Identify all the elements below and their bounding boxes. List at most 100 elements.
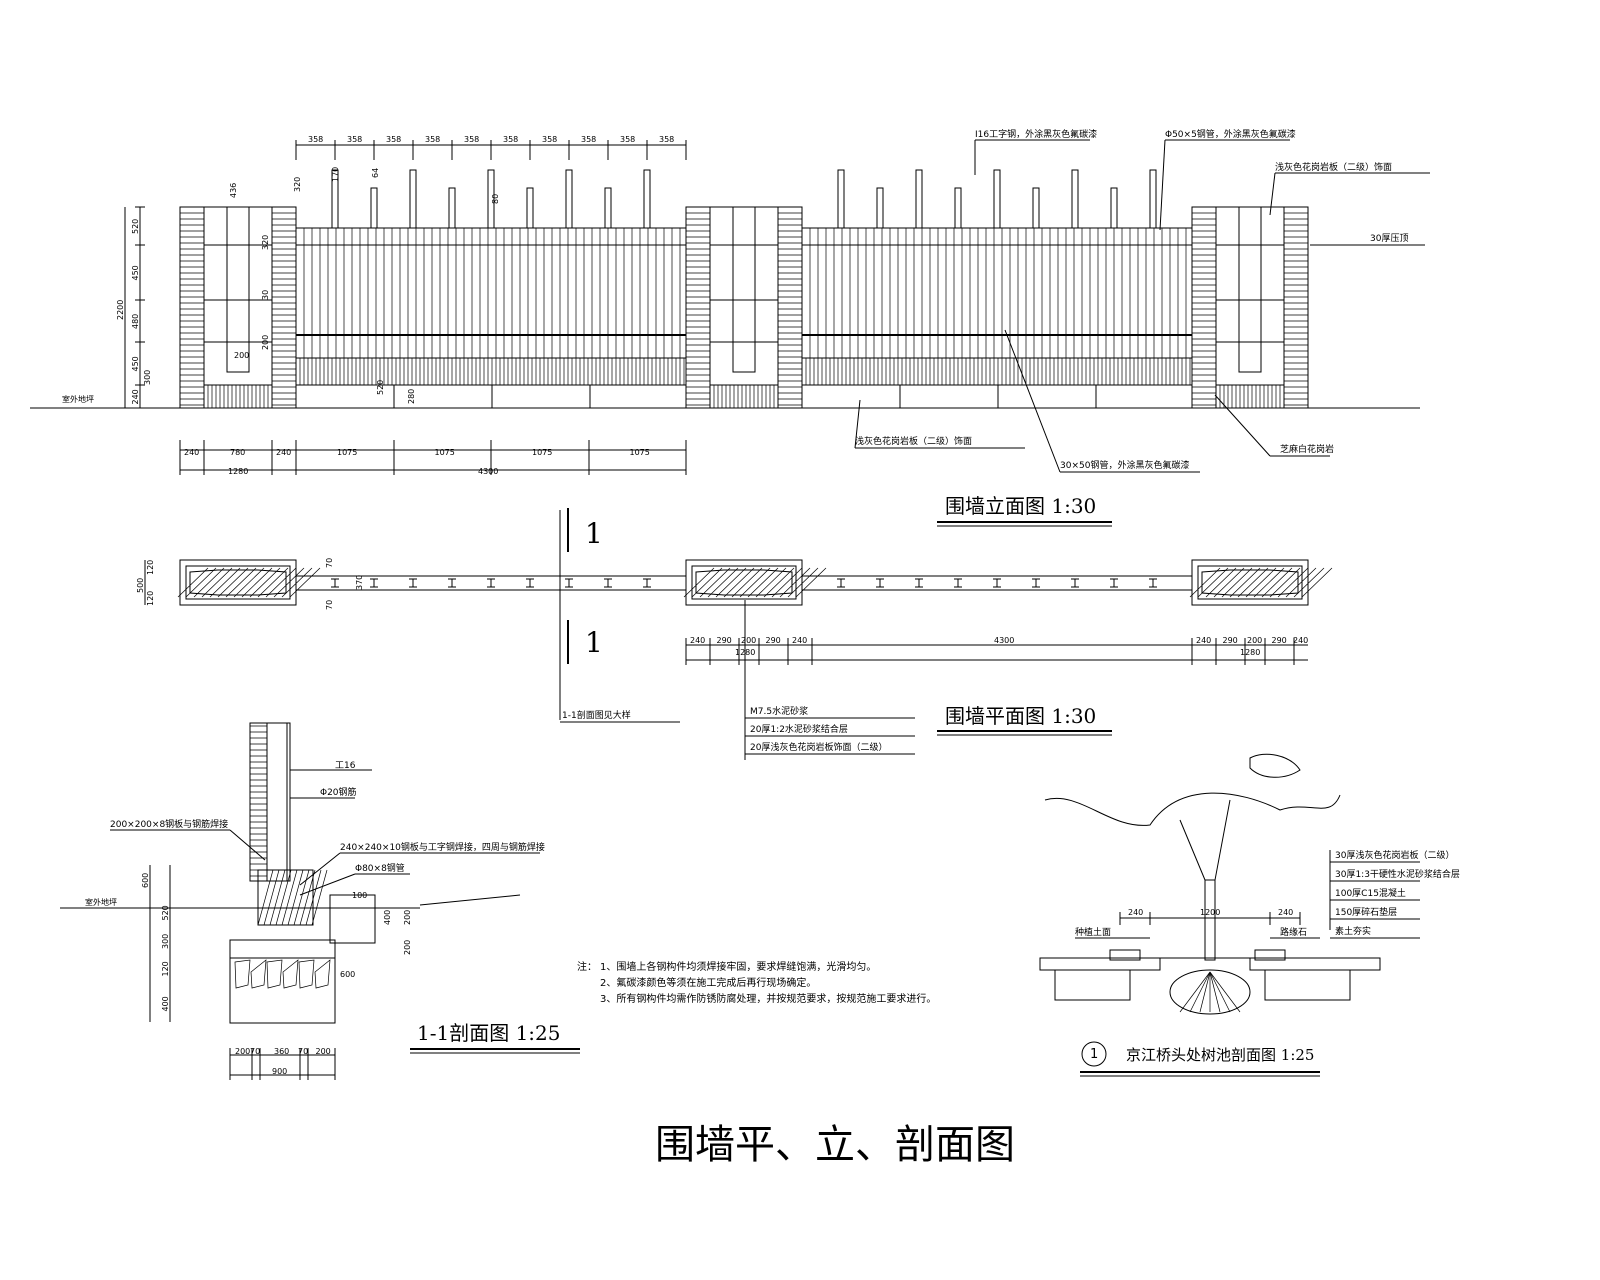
pier-panel: [1215, 206, 1285, 386]
plan-small-dim: 70: [325, 558, 334, 568]
section-mark-top: 1: [585, 517, 603, 550]
section-total-width: 900: [272, 1067, 287, 1076]
paving-left: [1039, 957, 1161, 971]
section-bottom-dim: 70: [298, 1047, 308, 1056]
steel-post: [837, 169, 845, 229]
base-stone: [1215, 384, 1285, 409]
top-dim: 358: [347, 135, 362, 144]
top-dim: 358: [659, 135, 674, 144]
total-height: 2200: [116, 300, 125, 320]
callout: 浅灰色花岗岩板（二级）饰面: [1275, 161, 1392, 173]
section-right-dim: 100: [352, 891, 367, 900]
steel-post: [487, 169, 495, 229]
steel-post: [1149, 169, 1157, 229]
root-ball: [1169, 969, 1251, 1015]
steel-post: [1110, 187, 1118, 229]
callout: 30厚压顶: [1370, 233, 1408, 244]
tree-callout: 100厚C15混凝土: [1335, 887, 1406, 899]
top-dim: 358: [581, 135, 596, 144]
bottom-dim: 240: [184, 448, 199, 457]
top-dim: 358: [464, 135, 479, 144]
pier-slot: [1238, 206, 1262, 373]
base-stone: [295, 357, 687, 386]
foundation-rubble: [229, 957, 336, 1024]
left-dim: 450: [131, 356, 140, 371]
plan-callout: M7.5水泥砂浆: [750, 705, 808, 717]
plan-title: 围墙平面图 1:30: [945, 704, 1096, 728]
plan-left-dim: 120: [146, 591, 155, 606]
tree-right-label: 路缘石: [1280, 926, 1307, 938]
steel-post: [448, 187, 456, 229]
small-dim: 64: [371, 168, 380, 178]
section-view: 室外地坪工16Φ20钢筋200×200×8钢板与钢筋焊接240×240×10钢板…: [60, 722, 545, 1080]
steel-post: [331, 169, 339, 229]
steel-post: [604, 187, 612, 229]
small-dim: 320: [261, 235, 270, 250]
tree-pit-index-number: 1: [1090, 1047, 1098, 1062]
bottom-dim: 780: [230, 448, 245, 457]
edge-stone: [329, 894, 376, 944]
section-right-dim: 400: [383, 910, 392, 925]
callout: I16工字钢，外涂黑灰色氟碳漆: [975, 128, 1097, 140]
fence-panel: [801, 227, 1193, 359]
rubble-stone: [314, 959, 331, 989]
note-item: 1、围墙上各钢构件均须焊接牢固，要求焊缝饱满，光滑均匀。: [600, 960, 876, 973]
bottom-dim: 1075: [337, 448, 357, 457]
section-right-dim: 200: [403, 910, 412, 925]
top-dim: 358: [386, 135, 401, 144]
steel-post: [409, 169, 417, 229]
callout: 浅灰色花岗岩板（二级）饰面: [855, 435, 972, 447]
plan-pier: [179, 559, 297, 606]
section-bottom-dim: 200: [316, 1047, 331, 1056]
top-dim: 358: [308, 135, 323, 144]
callout: 30×50钢管，外涂黑灰色氟碳漆: [1060, 459, 1189, 471]
pier-panel: [709, 206, 779, 386]
small-dim: 520: [376, 380, 385, 395]
base-stone: [203, 384, 273, 409]
plan-bottom-dim: 290: [766, 636, 781, 645]
plan-bottom-dim: 240: [1196, 636, 1211, 645]
top-dim: 358: [425, 135, 440, 144]
steel-post: [1032, 187, 1040, 229]
fence-base: [801, 384, 1193, 409]
plan-bottom-dim: 240: [690, 636, 705, 645]
section-label: 工16: [335, 761, 356, 771]
fence-panel: [295, 227, 687, 359]
curb-right: [1254, 949, 1286, 961]
plan-bottom-dim: 240: [792, 636, 807, 645]
plan-sub-dim: 1280: [1240, 648, 1260, 657]
small-dim: 200: [234, 351, 249, 360]
rubble-stone: [282, 959, 299, 989]
plan-bottom-dim: 200: [741, 636, 756, 645]
left-dim: 520: [131, 219, 140, 234]
tree-callout: 30厚1:3干硬性水泥砂浆结合层: [1335, 868, 1460, 880]
section-label: 200×200×8钢板与钢筋焊接: [110, 818, 228, 830]
plan-small-dim: 70: [325, 600, 334, 610]
small-dim: 436: [229, 183, 238, 198]
small-dim: 280: [407, 389, 416, 404]
tree-canopy: [1044, 792, 1341, 826]
plan-bottom-dim: 240: [1293, 636, 1308, 645]
column-outer: [249, 722, 291, 882]
notes-block: 注： 1、围墙上各钢构件均须焊接牢固，要求焊缝饱满，光滑均匀。 2、氟碳漆颜色等…: [577, 960, 936, 1005]
section-left-dim: 300: [161, 934, 170, 949]
section-left-dim: 600: [141, 873, 150, 888]
tree-pit-index-circle: [1081, 1041, 1107, 1067]
ground-label: 室外地坪: [62, 394, 94, 404]
tree-dim: 240: [1278, 908, 1293, 917]
section-bottom-dim: 200: [235, 1047, 250, 1056]
pier-slot: [732, 206, 756, 373]
section-bottom-dim: 360: [274, 1047, 289, 1056]
left-dim: 450: [131, 265, 140, 280]
tree-callout: 素土夯实: [1335, 925, 1371, 937]
small-dim: 300: [143, 370, 152, 385]
concrete-pad: [229, 939, 336, 959]
rubble-stone: [234, 959, 251, 989]
left-dim: 480: [131, 314, 140, 329]
plan-pier: [1191, 559, 1309, 606]
steel-post: [876, 187, 884, 229]
